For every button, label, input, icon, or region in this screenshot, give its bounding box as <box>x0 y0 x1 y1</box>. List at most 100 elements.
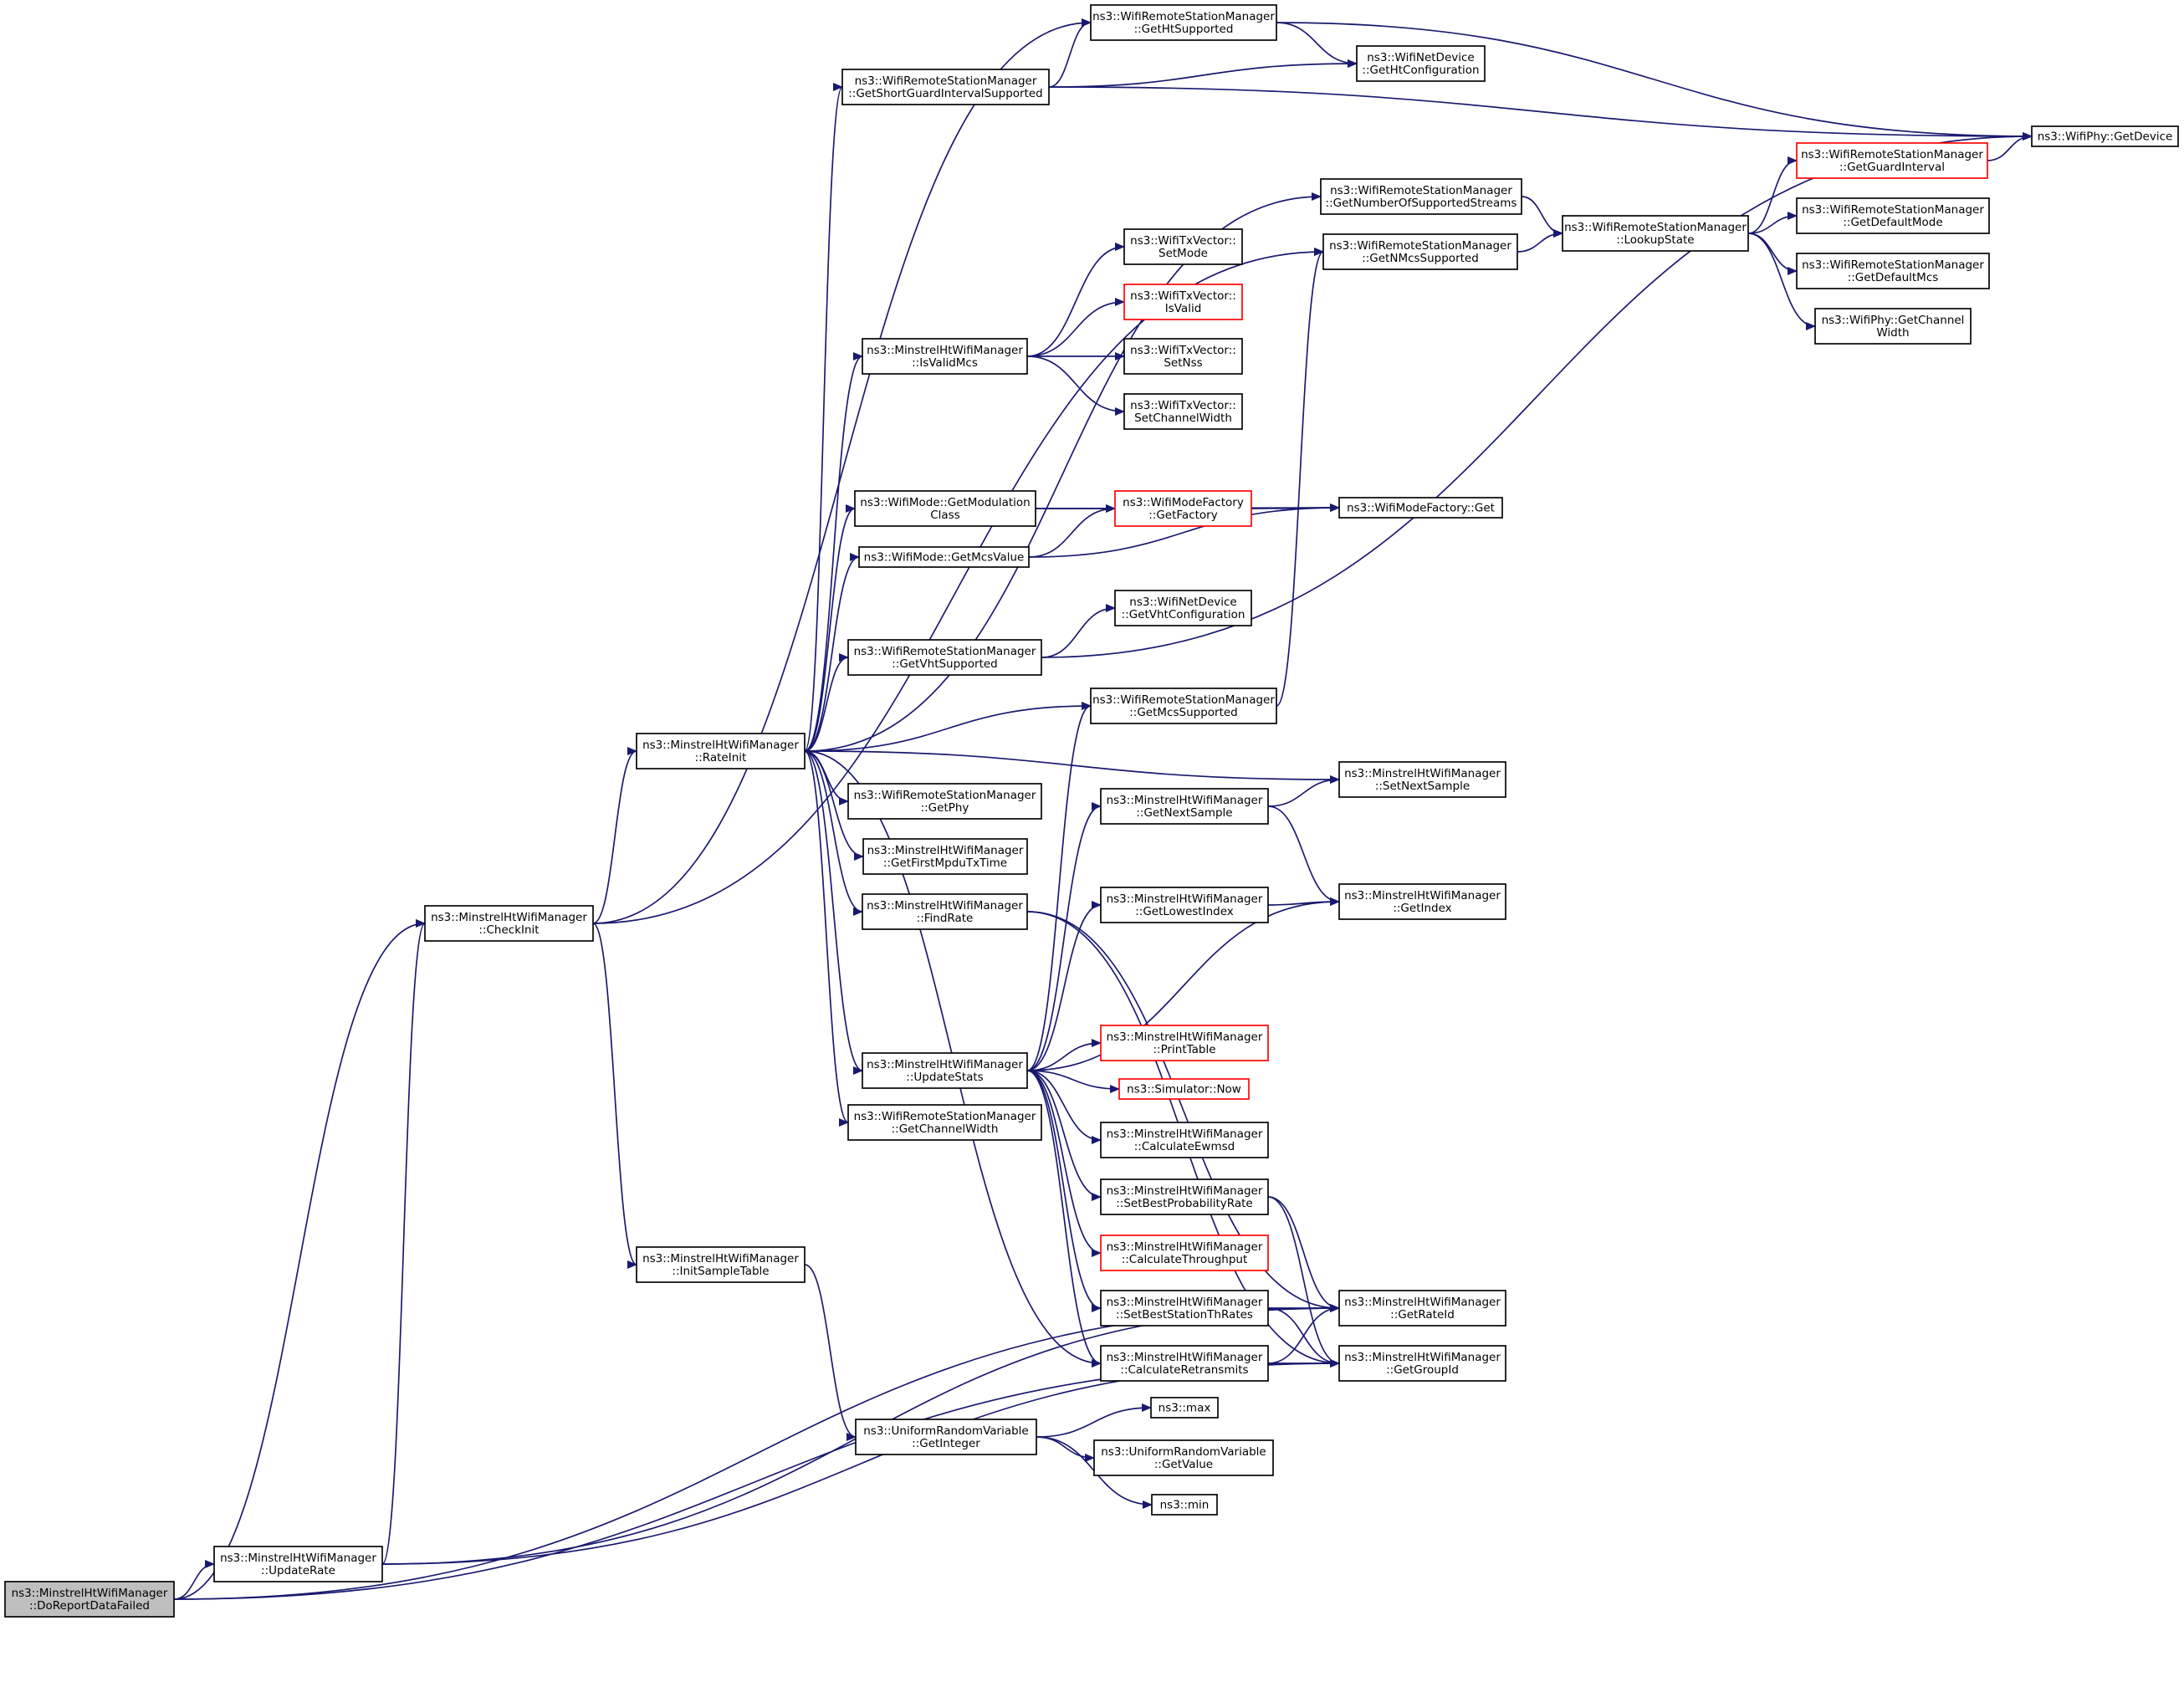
edge-updaterate-to-checkinit <box>381 919 426 1565</box>
edge-updatestats-to-getmcssupported <box>1026 702 1092 1071</box>
node-label: ns3::MinstrelHtWifiManager <box>1107 1351 1263 1364</box>
edge-gethtsupported-to-wifiphygetdevice <box>1276 22 2033 141</box>
node-getchannelwidth[interactable]: ns3::WifiRemoteStationManager::GetChanne… <box>847 1104 1042 1141</box>
node-getsgi[interactable]: ns3::WifiRemoteStationManager::GetShortG… <box>841 69 1050 105</box>
node-box <box>1320 178 1522 215</box>
node-wifiphygetdevice[interactable]: ns3::WifiPhy::GetDevice <box>2031 125 2179 147</box>
node-getphy[interactable]: ns3::WifiRemoteStationManager::GetPhy <box>847 783 1042 820</box>
edge-rateinit-to-getchannelwidth <box>804 750 849 1127</box>
node-label: ns3::MinstrelHtWifiManager <box>1107 1184 1263 1198</box>
node-label: SetMode <box>1158 247 1208 260</box>
node-getfactory[interactable]: ns3::WifiModeFactory::GetFactory <box>1114 490 1252 527</box>
node-isvalid[interactable]: ns3::WifiTxVector::IsValid <box>1123 284 1243 320</box>
node-box <box>1100 788 1269 825</box>
node-getnmcs[interactable]: ns3::WifiRemoteStationManager::GetNMcsSu… <box>1322 233 1518 270</box>
node-setbestprob[interactable]: ns3::MinstrelHtWifiManager::SetBestProba… <box>1100 1178 1269 1215</box>
node-checkinit[interactable]: ns3::MinstrelHtWifiManager::CheckInit <box>424 905 594 942</box>
node-label: ns3::WifiRemoteStationManager <box>1330 184 1512 197</box>
node-gethtconfig[interactable]: ns3::WifiNetDevice::GetHtConfiguration <box>1356 45 1486 82</box>
node-root[interactable]: ns3::MinstrelHtWifiManager::DoReportData… <box>4 1581 175 1618</box>
node-label: ns3::WifiRemoteStationManager <box>1802 258 1984 272</box>
node-label: ns3::MinstrelHtWifiManager <box>1107 1030 1263 1044</box>
node-simnow[interactable]: ns3::Simulator::Now <box>1118 1078 1250 1100</box>
node-label: ns3::MinstrelHtWifiManager <box>1344 767 1501 780</box>
edge-lookupstate-to-getdefaultmode <box>1747 212 1798 234</box>
node-label: ns3::min <box>1160 1499 1210 1512</box>
node-label: ::GetDefaultMcs <box>1848 271 1939 284</box>
node-min[interactable]: ns3::min <box>1151 1494 1218 1516</box>
node-label: ns3::WifiRemoteStationManager <box>1802 203 1984 217</box>
node-getnumstreams[interactable]: ns3::WifiRemoteStationManager::GetNumber… <box>1320 178 1522 215</box>
node-box <box>847 639 1042 676</box>
node-box <box>1090 688 1277 724</box>
edge-getmcsvalue-to-getfactory <box>1028 504 1116 558</box>
node-setnextsample[interactable]: ns3::MinstrelHtWifiManager::SetNextSampl… <box>1338 761 1506 798</box>
node-calcthroughput[interactable]: ns3::MinstrelHtWifiManager::CalculateThr… <box>1100 1235 1269 1271</box>
node-box <box>1100 1122 1269 1158</box>
edge-getguardinterval-to-wifiphygetdevice <box>1987 132 2033 161</box>
node-getlowestindex[interactable]: ns3::MinstrelHtWifiManager::GetLowestInd… <box>1100 887 1269 923</box>
node-getrateid[interactable]: ns3::MinstrelHtWifiManager::GetRateId <box>1338 1290 1506 1327</box>
node-setmode[interactable]: ns3::WifiTxVector::SetMode <box>1123 228 1243 265</box>
node-getguardinterval[interactable]: ns3::WifiRemoteStationManager::GetGuardI… <box>1796 142 1988 179</box>
node-initsampletable[interactable]: ns3::MinstrelHtWifiManager::InitSampleTa… <box>636 1246 806 1283</box>
node-box <box>1796 253 1990 289</box>
edge-rateinit-to-getfirstmpdu <box>804 750 864 861</box>
node-updaterate[interactable]: ns3::MinstrelHtWifiManager::UpdateRate <box>213 1546 383 1582</box>
node-rateinit[interactable]: ns3::MinstrelHtWifiManager::RateInit <box>636 733 806 769</box>
edge-getnumstreams-to-lookupstate <box>1521 196 1563 238</box>
node-findrate[interactable]: ns3::MinstrelHtWifiManager::FindRate <box>862 893 1028 930</box>
node-max[interactable]: ns3::max <box>1150 1397 1219 1419</box>
node-label: ::GetChannelWidth <box>892 1122 999 1136</box>
node-setchannelwidth[interactable]: ns3::WifiTxVector::SetChannelWidth <box>1123 393 1243 430</box>
node-label: ns3::MinstrelHtWifiManager <box>1107 1127 1263 1141</box>
node-factoryget[interactable]: ns3::WifiModeFactory::Get <box>1338 497 1503 519</box>
node-getgroupid[interactable]: ns3::MinstrelHtWifiManager::GetGroupId <box>1338 1345 1506 1382</box>
node-getinteger[interactable]: ns3::UniformRandomVariable::GetInteger <box>855 1419 1037 1455</box>
edge-lookupstate-to-getdefaultmcs <box>1747 233 1798 275</box>
node-box <box>1123 284 1243 320</box>
node-getdefaultmode[interactable]: ns3::WifiRemoteStationManager::GetDefaul… <box>1796 197 1990 234</box>
node-box <box>213 1546 383 1582</box>
node-getmcssupported[interactable]: ns3::WifiRemoteStationManager::GetMcsSup… <box>1090 688 1277 724</box>
node-label: ns3::MinstrelHtWifiManager <box>642 739 799 752</box>
node-calcretransmits[interactable]: ns3::MinstrelHtWifiManager::CalculateRet… <box>1100 1345 1269 1382</box>
node-setnss[interactable]: ns3::WifiTxVector::SetNss <box>1123 338 1243 375</box>
node-label: ::DoReportDataFailed <box>29 1599 150 1613</box>
node-getvhtconfig[interactable]: ns3::WifiNetDevice::GetVhtConfiguration <box>1114 590 1252 626</box>
node-label: ns3::WifiRemoteStationManager <box>854 645 1036 658</box>
node-gethtsupported[interactable]: ns3::WifiRemoteStationManager::GetHtSupp… <box>1090 4 1277 41</box>
node-lookupstate[interactable]: ns3::WifiRemoteStationManager::LookupSta… <box>1562 215 1749 252</box>
edge-setbestprob-to-getrateid <box>1267 1196 1340 1312</box>
node-getnextsample[interactable]: ns3::MinstrelHtWifiManager::GetNextSampl… <box>1100 788 1269 825</box>
node-getchannelwidthphy[interactable]: ns3::WifiPhy::GetChannelWidth <box>1814 308 1972 345</box>
node-label: ::GetDefaultMode <box>1843 216 1942 229</box>
edge-getnmcs-to-lookupstate <box>1517 229 1563 253</box>
node-label: ::CalculateRetransmits <box>1120 1363 1248 1377</box>
node-getvalue[interactable]: ns3::UniformRandomVariable::GetValue <box>1093 1439 1274 1476</box>
node-printtable[interactable]: ns3::MinstrelHtWifiManager::PrintTable <box>1100 1025 1269 1061</box>
node-label: ns3::WifiRemoteStationManager <box>1329 239 1511 253</box>
node-label: ns3::MinstrelHtWifiManager <box>867 844 1024 857</box>
node-setbestth[interactable]: ns3::MinstrelHtWifiManager::SetBestStati… <box>1100 1290 1269 1327</box>
node-isvalidmcs[interactable]: ns3::MinstrelHtWifiManager::IsValidMcs <box>862 338 1028 375</box>
node-getfirstmpdu[interactable]: ns3::MinstrelHtWifiManager::GetFirstMpdu… <box>862 838 1028 875</box>
node-getindex[interactable]: ns3::MinstrelHtWifiManager::GetIndex <box>1338 883 1506 920</box>
node-label: ::GetVhtConfiguration <box>1122 608 1245 621</box>
node-label: ns3::WifiMode::GetMcsValue <box>864 551 1025 565</box>
node-box <box>847 1104 1042 1141</box>
node-box <box>1100 1235 1269 1271</box>
node-getdefaultmcs[interactable]: ns3::WifiRemoteStationManager::GetDefaul… <box>1796 253 1990 289</box>
node-label: ns3::WifiMode::GetModulation <box>860 496 1030 509</box>
node-box <box>862 893 1028 930</box>
node-getmcsvalue[interactable]: ns3::WifiMode::GetMcsValue <box>858 546 1030 568</box>
edge-getsgi-to-gethtconfig <box>1048 59 1358 88</box>
node-label: ns3::WifiRemoteStationManager <box>1092 693 1275 707</box>
node-calcewmsd[interactable]: ns3::MinstrelHtWifiManager::CalculateEwm… <box>1100 1122 1269 1158</box>
node-getvhtsupported[interactable]: ns3::WifiRemoteStationManager::GetVhtSup… <box>847 639 1042 676</box>
node-updatestats[interactable]: ns3::MinstrelHtWifiManager::UpdateStats <box>862 1052 1028 1089</box>
node-label: ns3::MinstrelHtWifiManager <box>1107 1296 1263 1309</box>
node-box <box>1151 1494 1218 1516</box>
node-label: ns3::MinstrelHtWifiManager <box>867 899 1023 913</box>
